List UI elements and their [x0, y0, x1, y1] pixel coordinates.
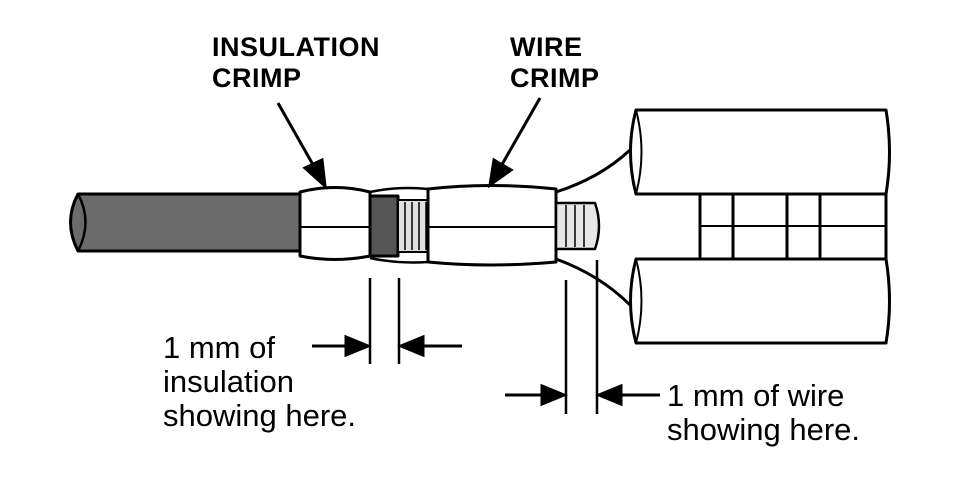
wire-crimp-label: WIRE CRIMP [510, 32, 600, 93]
wire-dim-arrow-right [595, 383, 623, 407]
insulation-crimp-label: INSULATION CRIMP [212, 32, 380, 93]
wire-strand-ends [554, 201, 601, 251]
wire-dim-arrow-left [540, 383, 568, 407]
exposed-insulation [368, 194, 400, 258]
wire-crimp-barrel [426, 184, 558, 267]
wire-note: 1 mm of wire showing here. [667, 378, 861, 447]
insulation-dim-arrow-right [397, 334, 425, 358]
insulated-wire [69, 192, 302, 253]
insulation-crimp-arrow [302, 157, 327, 190]
insulation-dim-arrow-left [344, 334, 372, 358]
wire-crimp-arrow [487, 157, 514, 189]
wire-cut-end [76, 193, 87, 252]
terminal-contact [629, 108, 891, 345]
insulation-note: 1 mm of insulation showing here. [163, 330, 357, 433]
exposed-strands [397, 199, 429, 253]
insulation-crimp-barrel [298, 186, 372, 261]
